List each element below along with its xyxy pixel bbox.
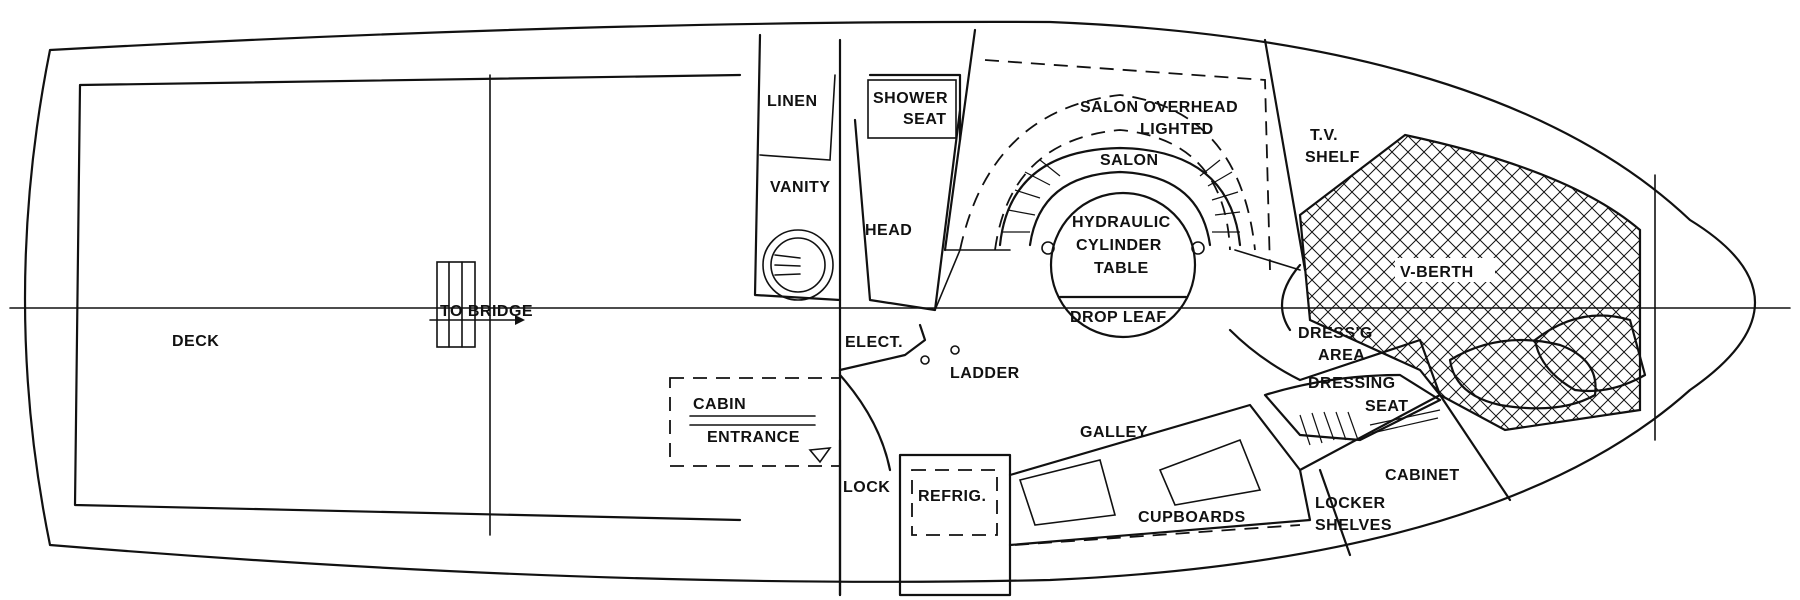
- refrigerator: [898, 453, 1012, 597]
- shower-label: SHOWER: [873, 90, 948, 107]
- salon-overhead-lighted-label: LIGHTED: [1140, 121, 1214, 138]
- ladder-label: LADDER: [950, 365, 1020, 382]
- cabinet-label: CABINET: [1385, 467, 1460, 484]
- linen-label: LINEN: [767, 93, 818, 110]
- vanity-label: VANITY: [770, 179, 830, 196]
- lock-label: LOCK: [843, 479, 890, 496]
- salon-overhead-label: SALON OVERHEAD: [1080, 99, 1238, 116]
- salon-wall-right: [1263, 38, 1307, 272]
- table-seat-right-icon: [1191, 241, 1205, 255]
- elect-panel: [838, 323, 927, 372]
- cabin-label: CABIN: [693, 396, 746, 413]
- dressing-area-wall: [1228, 263, 1442, 397]
- dressing-area-label: DRESS'G: [1298, 325, 1373, 342]
- v-berth: [1298, 133, 1642, 432]
- salon-overhead-arc-inner: [994, 129, 1231, 251]
- salon-wall-left: [943, 28, 977, 252]
- refrig-label: REFRIG.: [918, 488, 986, 505]
- dressing-seat-seat-label: SEAT: [1365, 398, 1408, 415]
- dressing-seat-hatching: [1299, 409, 1441, 446]
- salon-seat-inner: [1028, 170, 1212, 247]
- cabinet-wall: [1298, 393, 1512, 557]
- cabin-entrance: [669, 377, 841, 467]
- table-seat-left-icon: [1041, 241, 1055, 255]
- entrance-label: ENTRANCE: [707, 429, 800, 446]
- locker-shelves-label: SHELVES: [1315, 517, 1392, 534]
- locker-label: LOCKER: [1315, 495, 1386, 512]
- galley-label: GALLEY: [1080, 424, 1148, 441]
- ladder-rung-icon: [920, 355, 930, 365]
- shower-seat: [867, 79, 957, 139]
- to-bridge-label: TO BRIDGE: [440, 303, 533, 320]
- to-bridge-ladder: [429, 261, 525, 348]
- hull-outline: [23, 20, 1756, 583]
- dressing-area-area-label: AREA: [1318, 347, 1365, 364]
- lock-wall: [838, 373, 892, 597]
- tv-label: T.V.: [1310, 127, 1338, 144]
- salon-floor-line: [934, 249, 1301, 311]
- shower-seat-label: SEAT: [903, 111, 946, 128]
- salon-overhead-outline: [984, 59, 1271, 271]
- table-table-label: TABLE: [1094, 260, 1149, 277]
- salon-seat-hatching: [1003, 159, 1241, 233]
- main-bulkhead: [753, 33, 842, 597]
- v-berth-label-bg: [1395, 258, 1495, 282]
- linen-cabinet: [759, 74, 836, 161]
- v-berth-label: V-BERTH: [1400, 264, 1474, 281]
- deck-inner-line: [73, 73, 742, 522]
- tv-shelf-label: SHELF: [1305, 149, 1360, 166]
- cupboards-line: [1014, 524, 1301, 546]
- table-hydraulic-label: HYDRAULIC: [1072, 214, 1171, 231]
- hydraulic-table: [1049, 191, 1197, 339]
- berth-pillow: [1448, 338, 1597, 410]
- berth-pillow: [1533, 314, 1647, 393]
- dressing-seat: [1263, 373, 1442, 442]
- cupboards-label: CUPBOARDS: [1138, 509, 1246, 526]
- salon-seat: [998, 146, 1242, 247]
- ladder-rung-icon: [950, 345, 960, 355]
- drop-leaf-label: DROP LEAF: [1070, 309, 1167, 326]
- deck-label: DECK: [172, 333, 219, 350]
- dressing-seat-label: DRESSING: [1308, 375, 1396, 392]
- salon-label: SALON: [1100, 152, 1159, 169]
- elect-label: ELECT.: [845, 334, 903, 351]
- salon-overhead-arc: [959, 94, 1256, 251]
- sink-icon: [762, 229, 834, 301]
- galley-sink: [1018, 438, 1262, 526]
- head-label: HEAD: [865, 222, 912, 239]
- head-wall: [838, 38, 962, 312]
- table-cylinder-label: CYLINDER: [1076, 237, 1162, 254]
- refrigerator-inner: [911, 469, 998, 536]
